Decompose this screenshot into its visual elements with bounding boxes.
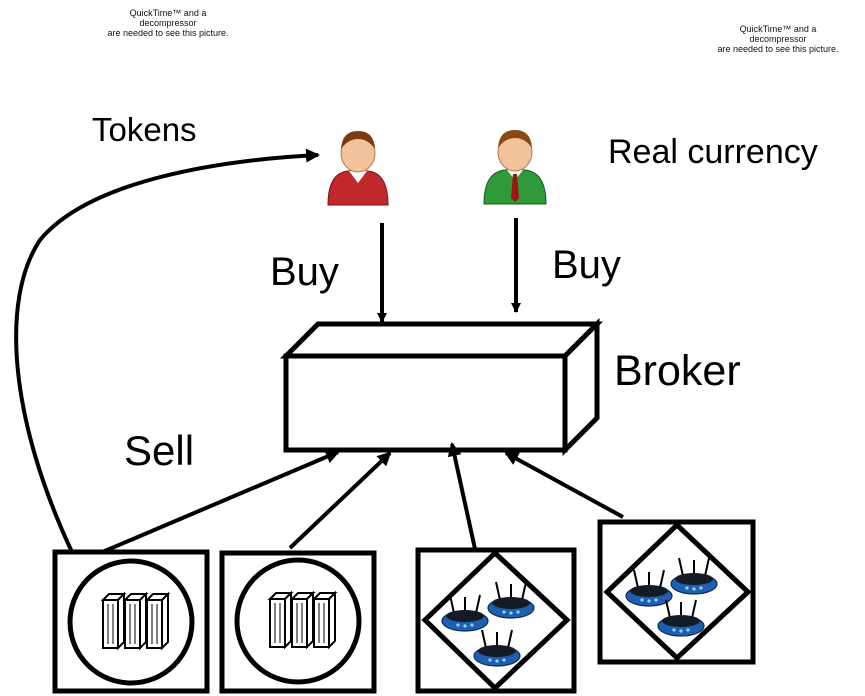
sell-arrow-2	[288, 451, 392, 550]
seller-server-node-1	[52, 549, 210, 694]
qt-line-3: are needed to see this picture.	[107, 28, 229, 38]
qt-line-1: QuickTime™ and a	[739, 24, 817, 34]
tokens-arrow	[14, 148, 320, 553]
buy-label-right: Buy	[552, 243, 621, 287]
qt-line-2: decompressor	[749, 34, 807, 44]
qt-line-1: QuickTime™ and a	[129, 8, 207, 18]
quicktime-placeholder-right: QuickTime™ and a decompressor are needed…	[688, 24, 865, 54]
qt-line-2: decompressor	[139, 18, 197, 28]
qt-line-3: are needed to see this picture.	[717, 44, 839, 54]
seller-server-node-2	[219, 550, 377, 694]
real-currency-label: Real currency	[608, 133, 818, 171]
seller-router-node-3	[415, 547, 577, 694]
sell-arrow-1	[99, 450, 340, 555]
quicktime-placeholder-left: QuickTime™ and a decompressor are needed…	[78, 8, 258, 38]
buy-label-left: Buy	[270, 250, 339, 294]
tokens-label: Tokens	[92, 111, 197, 148]
sell-label: Sell	[124, 427, 195, 474]
broker-box	[279, 317, 604, 457]
user-red-icon	[327, 131, 389, 206]
server-cluster-icon	[269, 592, 336, 648]
server-cluster-icon	[102, 593, 169, 649]
sell-arrow-3	[447, 442, 477, 550]
sell-arrow-4	[504, 451, 624, 519]
seller-router-node-4	[597, 519, 756, 665]
broker-label: Broker	[614, 347, 741, 395]
user-green-icon	[483, 130, 547, 205]
